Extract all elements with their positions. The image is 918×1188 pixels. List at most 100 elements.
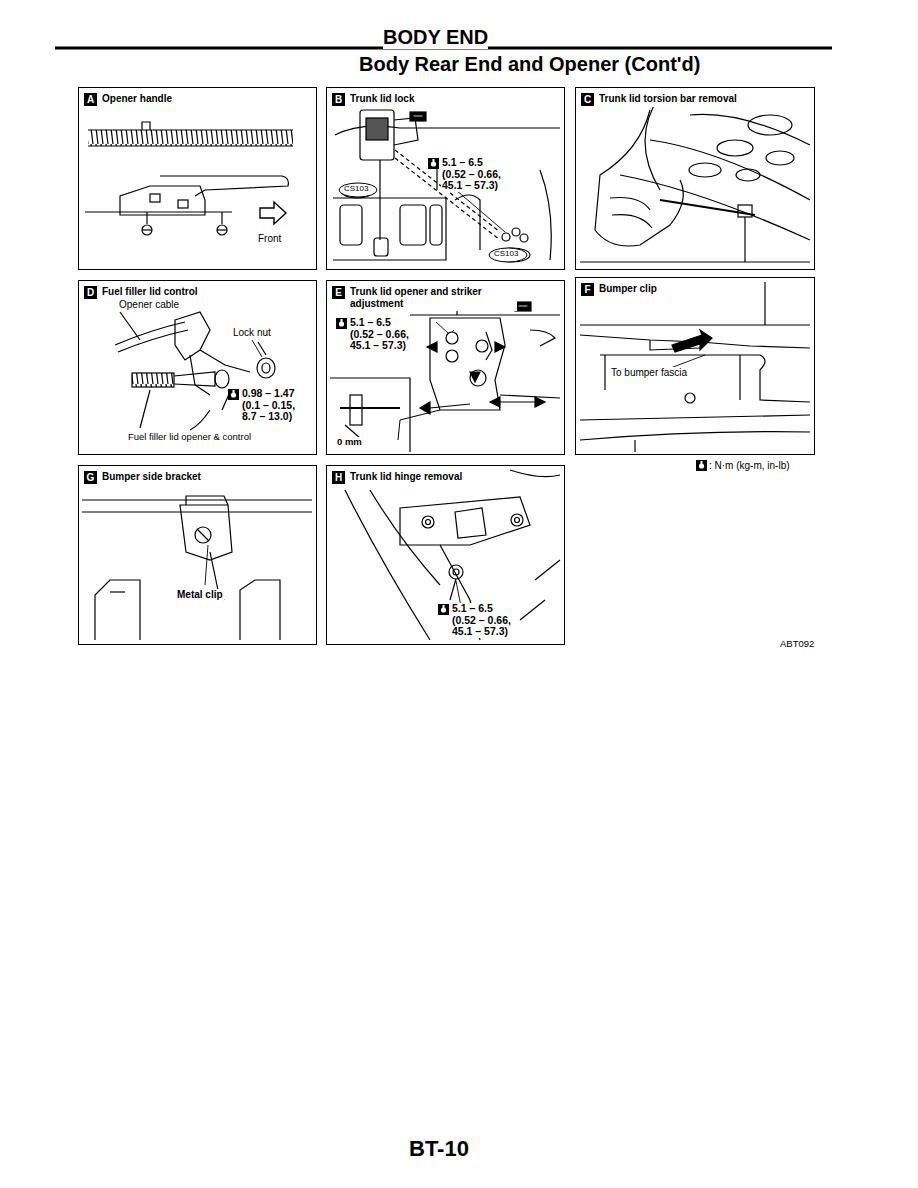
illustration-part: [580, 324, 810, 325]
illustration-part: [174, 372, 215, 386]
panel-title: Opener handle: [102, 93, 172, 105]
illustration-part: [515, 302, 531, 311]
illustration-part: [88, 145, 293, 146]
illustration-part: [612, 215, 652, 228]
opener-handle-drawing: [85, 122, 293, 235]
illustration-part: [190, 355, 210, 395]
illustration-part: [82, 499, 312, 500]
illustration-part: [374, 238, 388, 256]
illustration-part: [398, 410, 440, 440]
illustration-panel: GBumper side bracket: [78, 465, 317, 645]
part-name: Metal clip: [176, 589, 224, 600]
illustration-part: [260, 202, 286, 224]
connector-number: CS103: [493, 250, 519, 259]
illustration-part: [748, 115, 792, 135]
illustration-part: [739, 355, 740, 400]
panel-heading: A Opener handle: [83, 92, 174, 107]
illustration-part: [595, 110, 683, 246]
illustration-part: [510, 470, 560, 477]
illustration-panel: CTrunk lid torsion bar removal: [575, 87, 815, 270]
panel-letter: B: [332, 93, 345, 106]
illustration-part: [420, 402, 430, 414]
illustration-part: [82, 511, 312, 512]
trunk-lid-lock-drawing: [333, 110, 560, 262]
illustration-part: [336, 318, 347, 329]
connector-oval: [339, 183, 377, 197]
illustration-part: [142, 122, 150, 130]
illustration-panel: HTrunk lid hinge removal: [326, 465, 565, 645]
part-name: Lock nut: [232, 327, 272, 338]
illustration-part: [685, 393, 695, 403]
illustration-part: [744, 217, 745, 262]
illustration-part: [394, 118, 418, 145]
connector-number: CS103: [343, 185, 369, 194]
illustration-part: [438, 604, 449, 615]
illustration-part: [490, 397, 500, 407]
panel-heading: D Fuel filler lid control: [83, 285, 200, 300]
illustration-part: [511, 514, 523, 526]
illustration-part: [515, 518, 520, 523]
torque-value: 5.1 – 6.5 (0.52 – 0.66, 45.1 – 57.3): [349, 317, 413, 352]
bumper-bracket-drawing: [82, 496, 312, 640]
illustration-part: [430, 318, 505, 410]
illustration-part: [200, 350, 250, 372]
page-subtitle: Body Rear End and Opener (Cont'd): [358, 53, 701, 75]
illustration-part: [470, 372, 480, 382]
illustration-part: [540, 170, 551, 260]
illustration-part: [520, 234, 528, 242]
bumper-clip-drawing: [580, 282, 810, 452]
illustration-part: [252, 340, 262, 357]
panel-heading: BTrunk lid lock: [331, 92, 416, 107]
illustration-part: [142, 229, 152, 230]
opener-striker-drawing: [330, 295, 560, 452]
illustration-part: [410, 314, 560, 315]
illustration-part: [436, 322, 448, 333]
panel-letter: A: [84, 93, 97, 106]
panel-title: Bumper side bracket: [102, 471, 201, 483]
illustration-part: [470, 370, 486, 386]
panel-heading: HTrunk lid hinge removal: [331, 470, 464, 485]
illustration-part: [142, 225, 152, 235]
hinge-drawing: [345, 470, 560, 640]
illustration-part: [766, 151, 794, 165]
illustration-part: [340, 205, 362, 245]
illustration-part: [446, 350, 458, 362]
panel-letter: D: [84, 286, 97, 299]
illustration-part: [690, 114, 810, 145]
illustration-part: [634, 440, 635, 452]
illustration-part: [132, 373, 174, 387]
illustration-part: [95, 580, 140, 640]
legend-text: : N·m (kg-m, in-lb): [709, 460, 790, 471]
illustration-part: [150, 194, 160, 202]
illustration-part: [257, 358, 275, 378]
panel-letter: E: [332, 286, 345, 299]
illustration-part: [600, 355, 810, 402]
illustration-part: [422, 516, 434, 528]
illustration-part: [696, 460, 707, 471]
illustration-part: [717, 140, 753, 156]
illustration-part: [360, 110, 394, 160]
part-name: To bumper fascia: [610, 367, 688, 378]
illustration-part: [110, 591, 125, 592]
illustration-part: [88, 130, 293, 146]
illustration-part: [190, 410, 210, 430]
illustration-part: [502, 233, 510, 241]
illustration-part: [427, 342, 437, 352]
illustration-part: [379, 160, 380, 240]
illustration-part: [140, 390, 150, 428]
panel-heading: FBumper clip: [580, 282, 659, 297]
torsion-bar-drawing: [580, 95, 810, 262]
illustration-part: [512, 228, 520, 236]
illustration-part: [689, 163, 721, 177]
illustration-part: [340, 407, 400, 409]
panel-letter: H: [332, 471, 345, 484]
illustration-part: [736, 169, 760, 181]
illustration-part: [455, 195, 480, 250]
panel-title: Fuel filler lid control: [102, 286, 198, 298]
illustration-part: [240, 580, 280, 640]
illustration-part: [217, 225, 227, 235]
torque-value: 5.1 – 6.5 (0.52 – 0.66, 45.1 – 57.3): [451, 603, 515, 638]
illustration-part: [262, 363, 270, 373]
illustration-part: [410, 112, 426, 121]
illustration-part: [228, 389, 239, 400]
